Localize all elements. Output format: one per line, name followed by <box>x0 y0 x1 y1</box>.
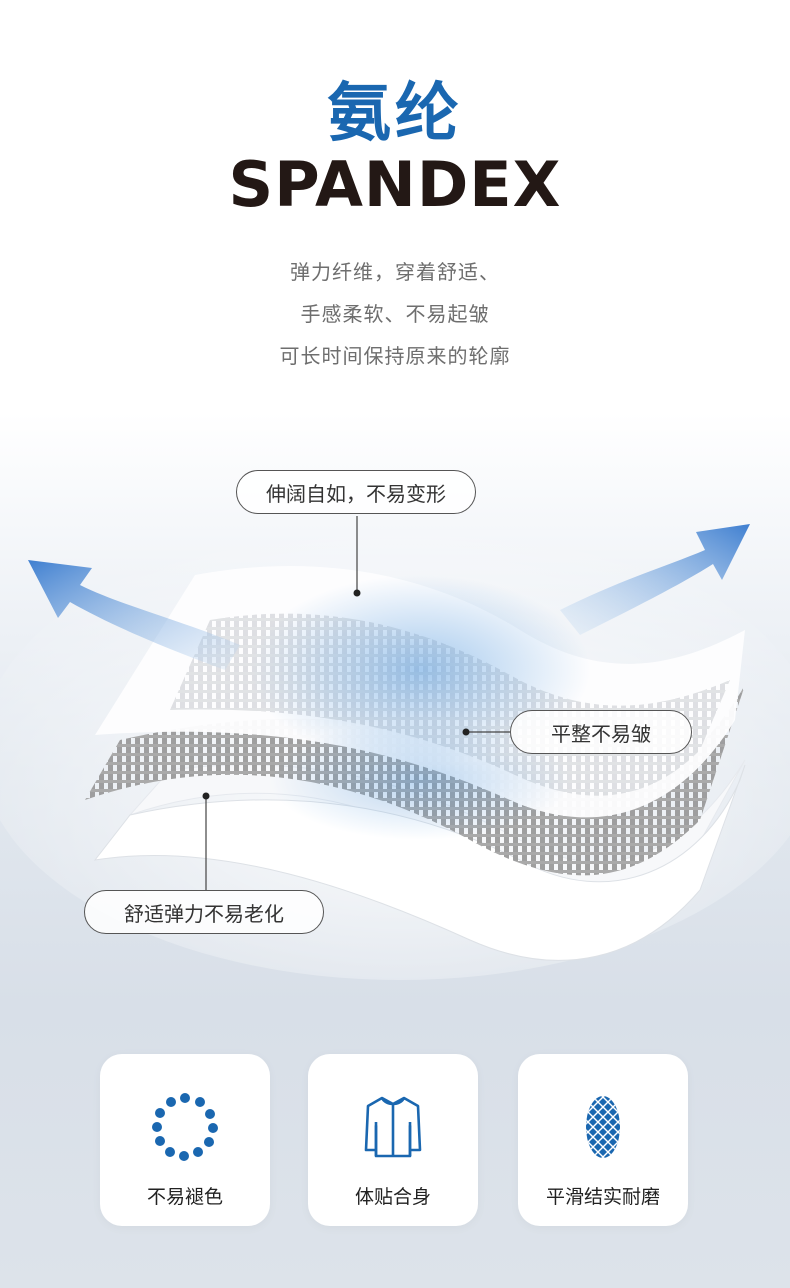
fabric-layers-illustration <box>0 516 790 980</box>
feature-label: 不易褪色 <box>146 1186 223 1208</box>
feature-label: 体贴合身 <box>354 1186 431 1208</box>
feature-card-durable: 平滑结实耐磨 <box>518 1054 688 1226</box>
dot-ring-icon <box>152 1093 218 1161</box>
fabric-lower-glow <box>270 720 570 840</box>
callout-bottom: 舒适弹力不易老化 <box>84 890 324 934</box>
callout-dot-bottom <box>202 792 210 800</box>
title-english: SPANDEX <box>228 148 562 221</box>
feature-card-colorfast: 不易褪色 <box>100 1054 270 1226</box>
description-line-3: 可长时间保持原来的轮廓 <box>279 344 511 368</box>
mesh-oval-icon <box>586 1096 620 1158</box>
callout-dot-middle <box>462 728 470 736</box>
callout-middle: 平整不易皱 <box>510 710 692 754</box>
feature-card-fit: 体贴合身 <box>308 1054 478 1226</box>
fabric-blue-glow <box>250 575 590 765</box>
callout-top: 伸阔自如，不易变形 <box>236 470 476 514</box>
arrow-right-icon <box>560 524 750 635</box>
description-line-1: 弹力纤维，穿着舒适、 <box>290 260 500 284</box>
callout-dot-top <box>353 589 361 597</box>
title-chinese: 氨纶 <box>327 77 463 151</box>
arrow-left-icon <box>28 560 240 670</box>
feature-label: 平滑结实耐磨 <box>545 1186 660 1208</box>
shirt-icon <box>364 1096 422 1158</box>
description-line-2: 手感柔软、不易起皱 <box>300 302 490 326</box>
